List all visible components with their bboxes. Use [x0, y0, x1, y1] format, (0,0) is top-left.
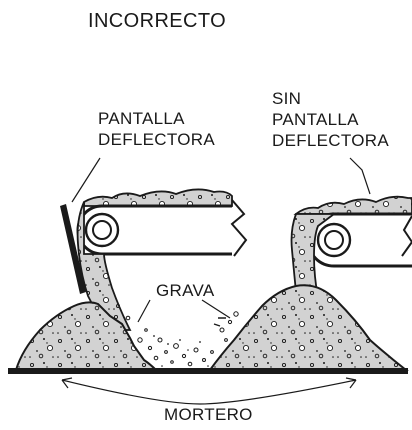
- left-roller: [84, 212, 120, 248]
- label-sin-line1: SIN: [272, 89, 302, 108]
- diagram-title: INCORRECTO: [88, 10, 227, 32]
- right-belt-material: [293, 195, 412, 215]
- right-belt-break: [401, 215, 412, 257]
- sin-pantalla-leader: [349, 157, 371, 195]
- left-pile: [14, 301, 159, 371]
- left-belt-material: [83, 188, 233, 207]
- label-sin-line3: DEFLECTORA: [272, 131, 389, 150]
- label-pantalla-deflectora: PANTALLA DEFLECTORA: [98, 108, 215, 150]
- left-belt-break: [230, 199, 248, 257]
- label-grava: GRAVA: [156, 281, 215, 300]
- label-pantalla-line2: DEFLECTORA: [98, 130, 215, 149]
- right-roller: [316, 222, 352, 258]
- grava-leader: [137, 299, 231, 323]
- ground-slab: [8, 368, 408, 374]
- label-sin-line2: PANTALLA: [272, 110, 359, 129]
- gravel-scatter: [116, 304, 239, 367]
- right-pile: [208, 284, 409, 371]
- pantalla-leader: [71, 157, 101, 203]
- label-pantalla-line1: PANTALLA: [98, 109, 185, 128]
- label-mortero: MORTERO: [164, 405, 253, 424]
- label-sin-pantalla-deflectora: SIN PANTALLA DEFLECTORA: [272, 88, 389, 151]
- mortero-leader: [61, 379, 357, 405]
- deflector-screen: [60, 204, 86, 294]
